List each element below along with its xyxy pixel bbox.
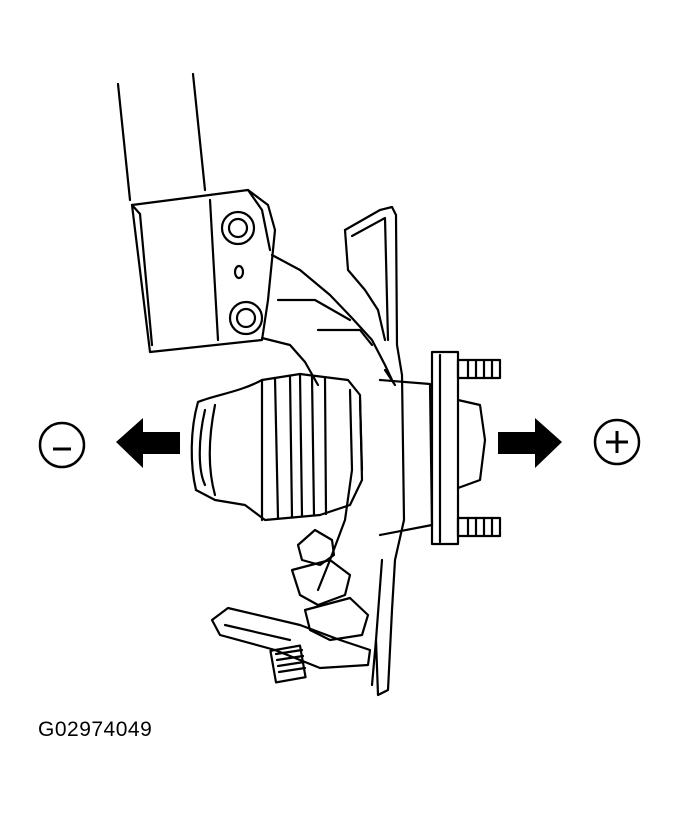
- figure-caption: G02974049: [38, 718, 153, 741]
- bracket-small-hole: [233, 264, 245, 280]
- right-arrow-icon: [498, 418, 562, 468]
- bracket-upper-bolt: [220, 210, 256, 246]
- cv-joint-boot: [190, 372, 364, 522]
- wheel-hub: [378, 350, 487, 546]
- lower-wheel-stud: [456, 516, 502, 538]
- upper-wheel-stud: [456, 358, 502, 380]
- strut-tube: [116, 72, 207, 202]
- minus-circle-icon: [38, 421, 86, 469]
- bracket-lower-bolt: [228, 300, 264, 336]
- plus-circle-icon: [593, 418, 641, 466]
- tie-rod-arm: [210, 606, 372, 670]
- strut-bracket: [130, 188, 277, 354]
- brake-backing-plate: [343, 205, 406, 697]
- left-arrow-icon: [116, 418, 180, 468]
- tie-rod-thread: [269, 644, 307, 684]
- lower-ball-joint: [290, 528, 370, 642]
